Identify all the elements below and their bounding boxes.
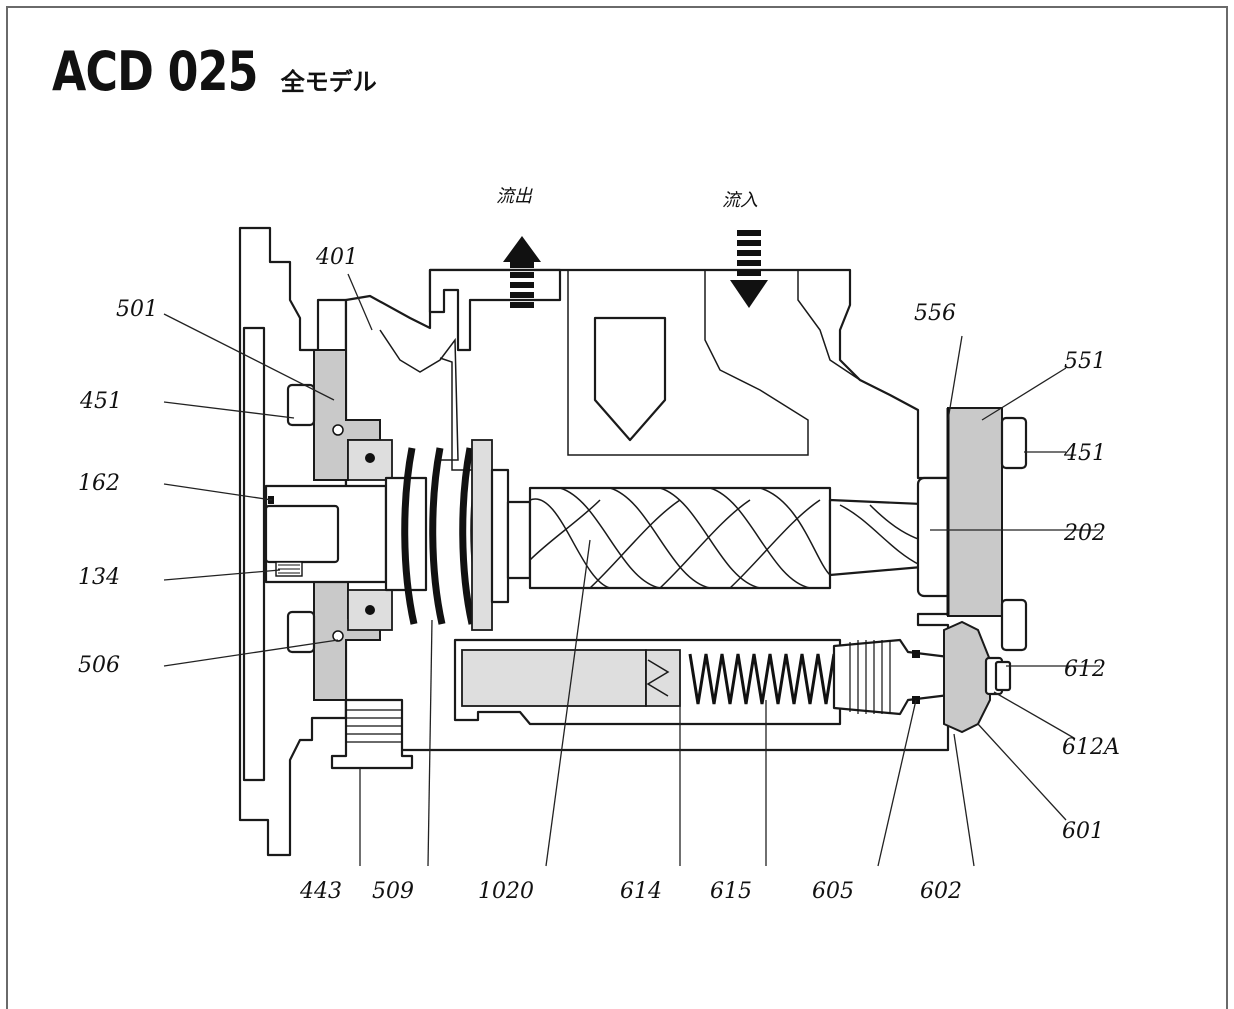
label-509: 509 [372,879,414,904]
flange-face [242,326,266,782]
leader-lines [163,273,1100,867]
label-451-left: 451 [79,389,122,414]
chamber-wall [379,329,459,461]
page-title: ACD 025 全モデル [52,40,377,103]
label-202: 202 [1063,521,1106,546]
label-602: 602 [920,879,962,904]
seal-dot-upper [365,453,375,463]
bolt-left-upper [286,383,316,427]
inlet-port-wall-right [797,270,861,381]
label-605: 605 [812,879,854,904]
o-ring-upper [332,424,344,436]
inlet-arrow [730,230,768,308]
label-134: 134 [78,565,120,590]
shaft-key [264,504,340,564]
rotor-hub [506,500,532,580]
bolt-right-upper [1000,416,1028,470]
valve-piston [461,649,647,707]
model-title: ACD 025 [52,40,258,103]
cap-nut [943,620,991,734]
o-ring-605-top [912,650,920,658]
seal-face [471,439,493,631]
poppet-seat [646,659,670,697]
model-subtitle: 全モデル [280,68,377,96]
label-612A: 612A [1062,735,1120,760]
bolt-right-lower [1000,598,1028,652]
label-506: 506 [78,653,120,678]
seal-seat [490,468,510,604]
label-443: 443 [299,879,342,904]
label-1020: 1020 [478,879,534,904]
relief-spring [688,653,836,705]
end-cover [947,407,1003,617]
label-401: 401 [315,245,358,270]
inlet-port-wall-left [567,270,809,456]
outlet-arrow [503,236,541,308]
label-601: 601 [1062,819,1104,844]
label-551: 551 [1064,349,1106,374]
outlet-label: 流出 [496,186,533,207]
label-615: 615 [710,879,752,904]
label-162: 162 [78,471,120,496]
label-556: 556 [914,301,956,326]
thread-lines [849,640,891,714]
outlet-port [428,268,562,352]
adjust-cap-612 [994,660,1012,692]
seal-dot-lower [365,605,375,615]
label-614: 614 [620,879,662,904]
o-ring-lower [332,630,344,642]
label-612: 612 [1064,657,1106,682]
housing-cavity [593,316,667,442]
label-451-right: 451 [1063,441,1106,466]
inlet-label: 流入 [722,190,758,211]
drain-plug-threads [346,709,402,743]
screw-rotor [528,486,832,590]
label-501: 501 [116,297,158,322]
bolt-left-lower [286,610,316,654]
valve-poppet [645,649,681,707]
